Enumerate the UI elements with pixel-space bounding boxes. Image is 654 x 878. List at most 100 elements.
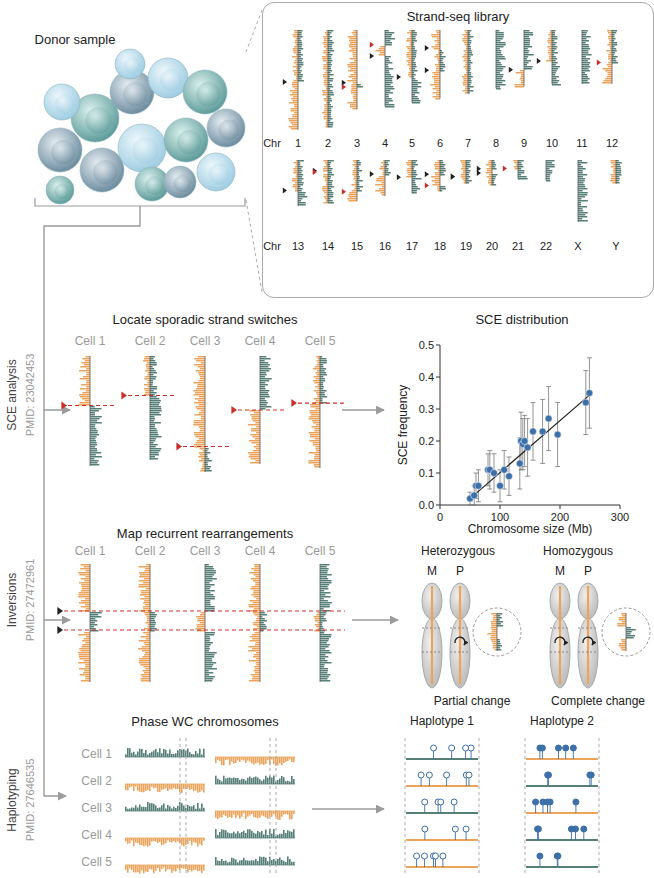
- error-cap: [587, 428, 592, 429]
- watson-reads: [308, 356, 320, 468]
- crick-reads: [497, 613, 503, 651]
- chromosome-axis: [150, 564, 151, 682]
- variant-allele: [573, 799, 579, 805]
- variant-stem: [435, 859, 436, 867]
- variant-allele: [451, 799, 457, 805]
- variant-stem: [575, 805, 576, 813]
- watson-reads: [125, 784, 205, 793]
- cell-nucleus: [218, 119, 239, 140]
- watson-reads: [513, 160, 518, 170]
- process-arrow: [352, 619, 398, 621]
- chromosome-axis: [497, 613, 498, 651]
- guide-line: [276, 738, 277, 874]
- variant-stem: [455, 832, 456, 840]
- chromosome-axis: [125, 838, 205, 839]
- cell: [164, 118, 208, 162]
- chromosome-axis: [466, 160, 467, 184]
- crick-reads: [546, 160, 555, 182]
- marker-arrowhead: [283, 188, 287, 194]
- flow-line: [44, 620, 66, 796]
- error-cap: [525, 476, 530, 477]
- tick-label: 0.5: [419, 339, 434, 352]
- section-label: Inversions: [6, 573, 20, 628]
- haplotype-title: Haplotype 2: [530, 715, 594, 729]
- crick-reads: [320, 564, 332, 682]
- variant-allele: [426, 772, 432, 778]
- crick-reads: [328, 160, 334, 204]
- haplotype-line: [526, 785, 598, 787]
- marker-arrowhead: [291, 399, 297, 407]
- variant-allele: [438, 799, 444, 805]
- variant-allele: [418, 772, 424, 778]
- variant-stem: [440, 805, 441, 813]
- watson-reads: [430, 30, 440, 100]
- error-cap: [555, 466, 560, 467]
- chromosome-axis: [215, 784, 295, 785]
- cell-label: Cell 5: [305, 335, 336, 349]
- chromosome-axis: [260, 564, 261, 682]
- cell-nucleus: [132, 137, 158, 163]
- chromosome-axis: [357, 30, 358, 109]
- tick-label: 200: [551, 511, 569, 524]
- crick-reads: [328, 30, 334, 128]
- error-cap: [583, 434, 588, 435]
- variant-stem: [571, 832, 572, 840]
- magnifier: [473, 608, 521, 656]
- crick-reads: [205, 564, 217, 682]
- marker-arrowhead: [61, 402, 67, 410]
- variant-allele: [533, 799, 539, 805]
- variant-allele: [422, 799, 428, 805]
- variant-stem: [424, 832, 425, 840]
- cell-label: Cell 3: [190, 335, 221, 349]
- switch-line: [298, 402, 344, 403]
- chart-axis: [440, 345, 620, 505]
- bracket: [35, 198, 245, 206]
- region-mark: [450, 628, 470, 629]
- chromosome-number: 15: [351, 240, 363, 253]
- guide-line: [599, 738, 600, 874]
- marker-arrowhead: [503, 165, 507, 171]
- cell-nucleus: [124, 57, 141, 74]
- zoom-line: [246, 10, 262, 52]
- crick-reads: [90, 612, 102, 632]
- watson-reads: [322, 160, 328, 204]
- watson-reads: [248, 564, 260, 682]
- variant-stem: [557, 859, 558, 867]
- data-point: [516, 460, 523, 467]
- cell-label: Cell 1: [75, 335, 106, 349]
- watson-reads: [138, 564, 150, 682]
- cell-label: Cell 3: [81, 802, 112, 816]
- chromosome-axis: [215, 865, 295, 866]
- variant-allele: [554, 853, 560, 859]
- chromosome-axis: [546, 160, 547, 180]
- chromosome-number: 21: [512, 240, 524, 253]
- chromosome-axis: [205, 356, 206, 472]
- watson-reads: [193, 356, 205, 472]
- pmid-label: PMID: 23042453: [24, 354, 37, 437]
- data-point: [586, 390, 593, 397]
- watson-reads: [460, 160, 466, 184]
- variant-stem: [539, 751, 540, 759]
- crick-reads: [205, 448, 212, 472]
- chromosome-number: 1: [295, 137, 301, 150]
- cell: [46, 176, 74, 204]
- chromosome-number: 14: [322, 240, 334, 253]
- allele-label: M: [555, 565, 565, 579]
- cell: [115, 49, 145, 79]
- variant-stem: [446, 778, 447, 786]
- chromosome-axis: [385, 30, 386, 106]
- marker-arrowhead: [451, 174, 455, 180]
- chromosome-axis: [328, 30, 329, 127]
- region-mark: [578, 628, 598, 629]
- watson-reads: [406, 30, 412, 78]
- variant-allele: [431, 745, 437, 751]
- variant-allele: [466, 772, 472, 778]
- variant-allele: [570, 745, 576, 751]
- data-point: [530, 428, 537, 435]
- tick-mark: [436, 473, 440, 474]
- data-point: [497, 482, 504, 489]
- tick-label: 0: [437, 511, 443, 524]
- watson-reads: [322, 30, 328, 128]
- variant-allele: [452, 826, 458, 832]
